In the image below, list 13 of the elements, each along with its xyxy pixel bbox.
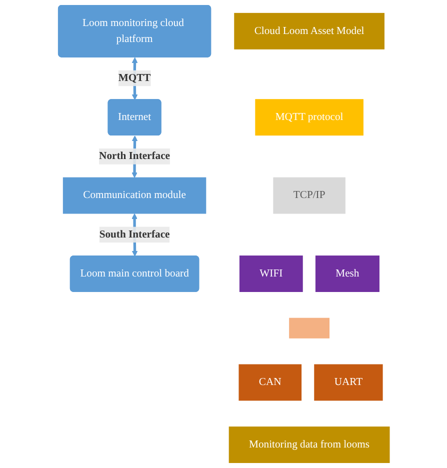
edge-label: North Interface (98, 150, 170, 162)
edge-label: MQTT (118, 72, 150, 84)
node-box: CAN (238, 364, 302, 401)
node-box: Cloud Loom Asset Model (234, 12, 384, 50)
node-box: WIFI (239, 256, 302, 292)
node-box: UART (314, 364, 382, 401)
node-box: TCP/IP (272, 177, 346, 214)
node-box: MQTT protocol (254, 99, 364, 136)
edge-label: South Interface (98, 228, 170, 240)
node-box: Mesh (315, 256, 380, 292)
node-box: Communication module (62, 177, 206, 214)
node-box: Monitoring data from looms (228, 426, 390, 464)
node-box (288, 318, 330, 338)
